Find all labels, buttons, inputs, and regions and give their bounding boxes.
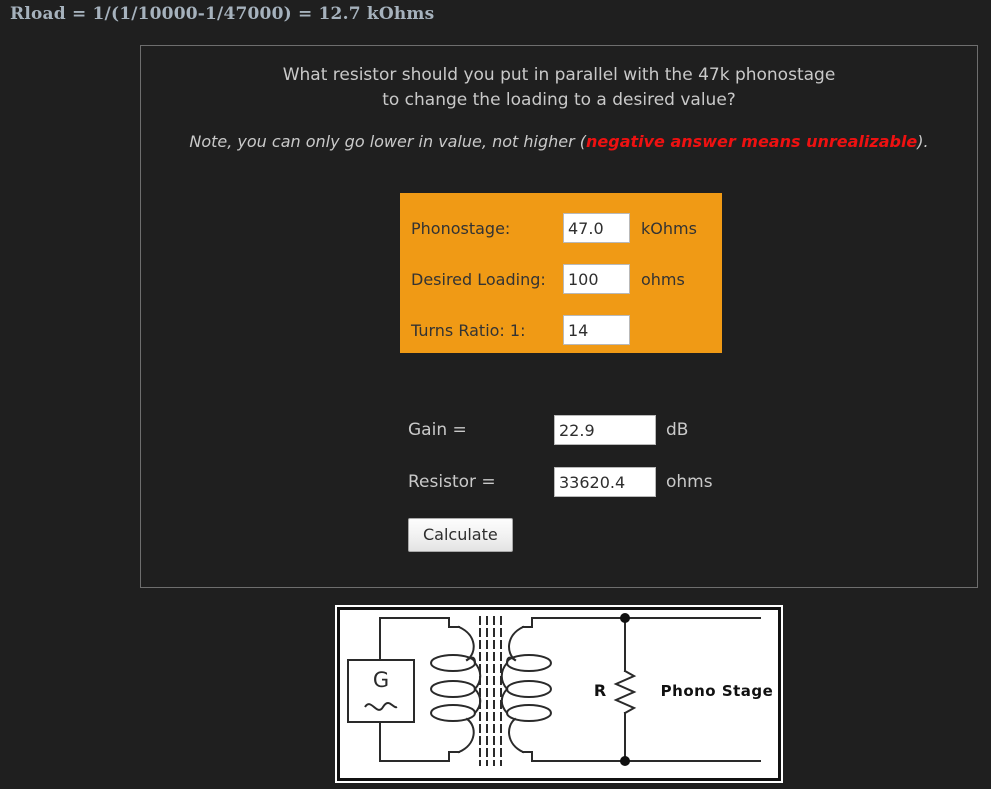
note-suffix: ). <box>917 132 929 152</box>
junction-dot-top <box>620 613 630 623</box>
resistor-output[interactable] <box>554 467 656 497</box>
desired-loading-row: Desired Loading: ohms <box>400 254 722 304</box>
resistor-unit: ohms <box>666 472 713 492</box>
gain-row: Gain = dB <box>400 404 880 456</box>
desired-loading-unit: ohms <box>641 269 685 289</box>
gain-unit: dB <box>666 420 689 440</box>
note-text: Note, you can only go lower in value, no… <box>141 112 977 151</box>
prompt-line-1: What resistor should you put in parallel… <box>282 65 836 85</box>
prompt-text: What resistor should you put in parallel… <box>141 46 977 112</box>
generator-label: G <box>373 668 389 692</box>
results-group: Gain = dB Resistor = ohms Calculate <box>400 404 880 552</box>
gain-label: Gain = <box>408 420 467 440</box>
note-prefix: Note, you can only go lower in value, no… <box>189 132 586 152</box>
desired-loading-label: Desired Loading: <box>411 269 546 289</box>
circuit-diagram: G R Phono Stage <box>335 605 783 783</box>
phonostage-label: Phonostage: <box>411 218 511 238</box>
circuit-diagram-svg: G R Phono Stage <box>335 605 783 783</box>
phonostage-input[interactable] <box>563 213 630 243</box>
rload-formula-heading: Rload = 1/(1/10000-1/47000) = 12.7 kOhms <box>10 4 435 24</box>
desired-loading-input[interactable] <box>563 264 630 294</box>
phono-stage-label: Phono Stage <box>661 682 774 700</box>
phonostage-row: Phonostage: kOhms <box>400 203 722 253</box>
note-warning: negative answer means unrealizable <box>586 132 918 152</box>
gain-output[interactable] <box>554 415 656 445</box>
turns-ratio-label: Turns Ratio: 1: <box>411 320 526 340</box>
resistor-label: Resistor = <box>408 472 496 492</box>
sine-wave-icon <box>364 702 398 711</box>
calculator-panel: What resistor should you put in parallel… <box>140 45 978 588</box>
prompt-line-2: to change the loading to a desired value… <box>382 89 736 110</box>
input-parameters-box: Phonostage: kOhms Desired Loading: ohms … <box>400 193 722 353</box>
turns-ratio-row: Turns Ratio: 1: <box>400 305 722 355</box>
turns-ratio-input[interactable] <box>563 315 630 345</box>
calculate-button[interactable]: Calculate <box>408 518 513 552</box>
resistor-row: Resistor = ohms <box>400 456 880 508</box>
resistor-label-r: R <box>594 681 606 700</box>
phonostage-unit: kOhms <box>641 218 697 238</box>
junction-dot-bottom <box>620 756 630 766</box>
